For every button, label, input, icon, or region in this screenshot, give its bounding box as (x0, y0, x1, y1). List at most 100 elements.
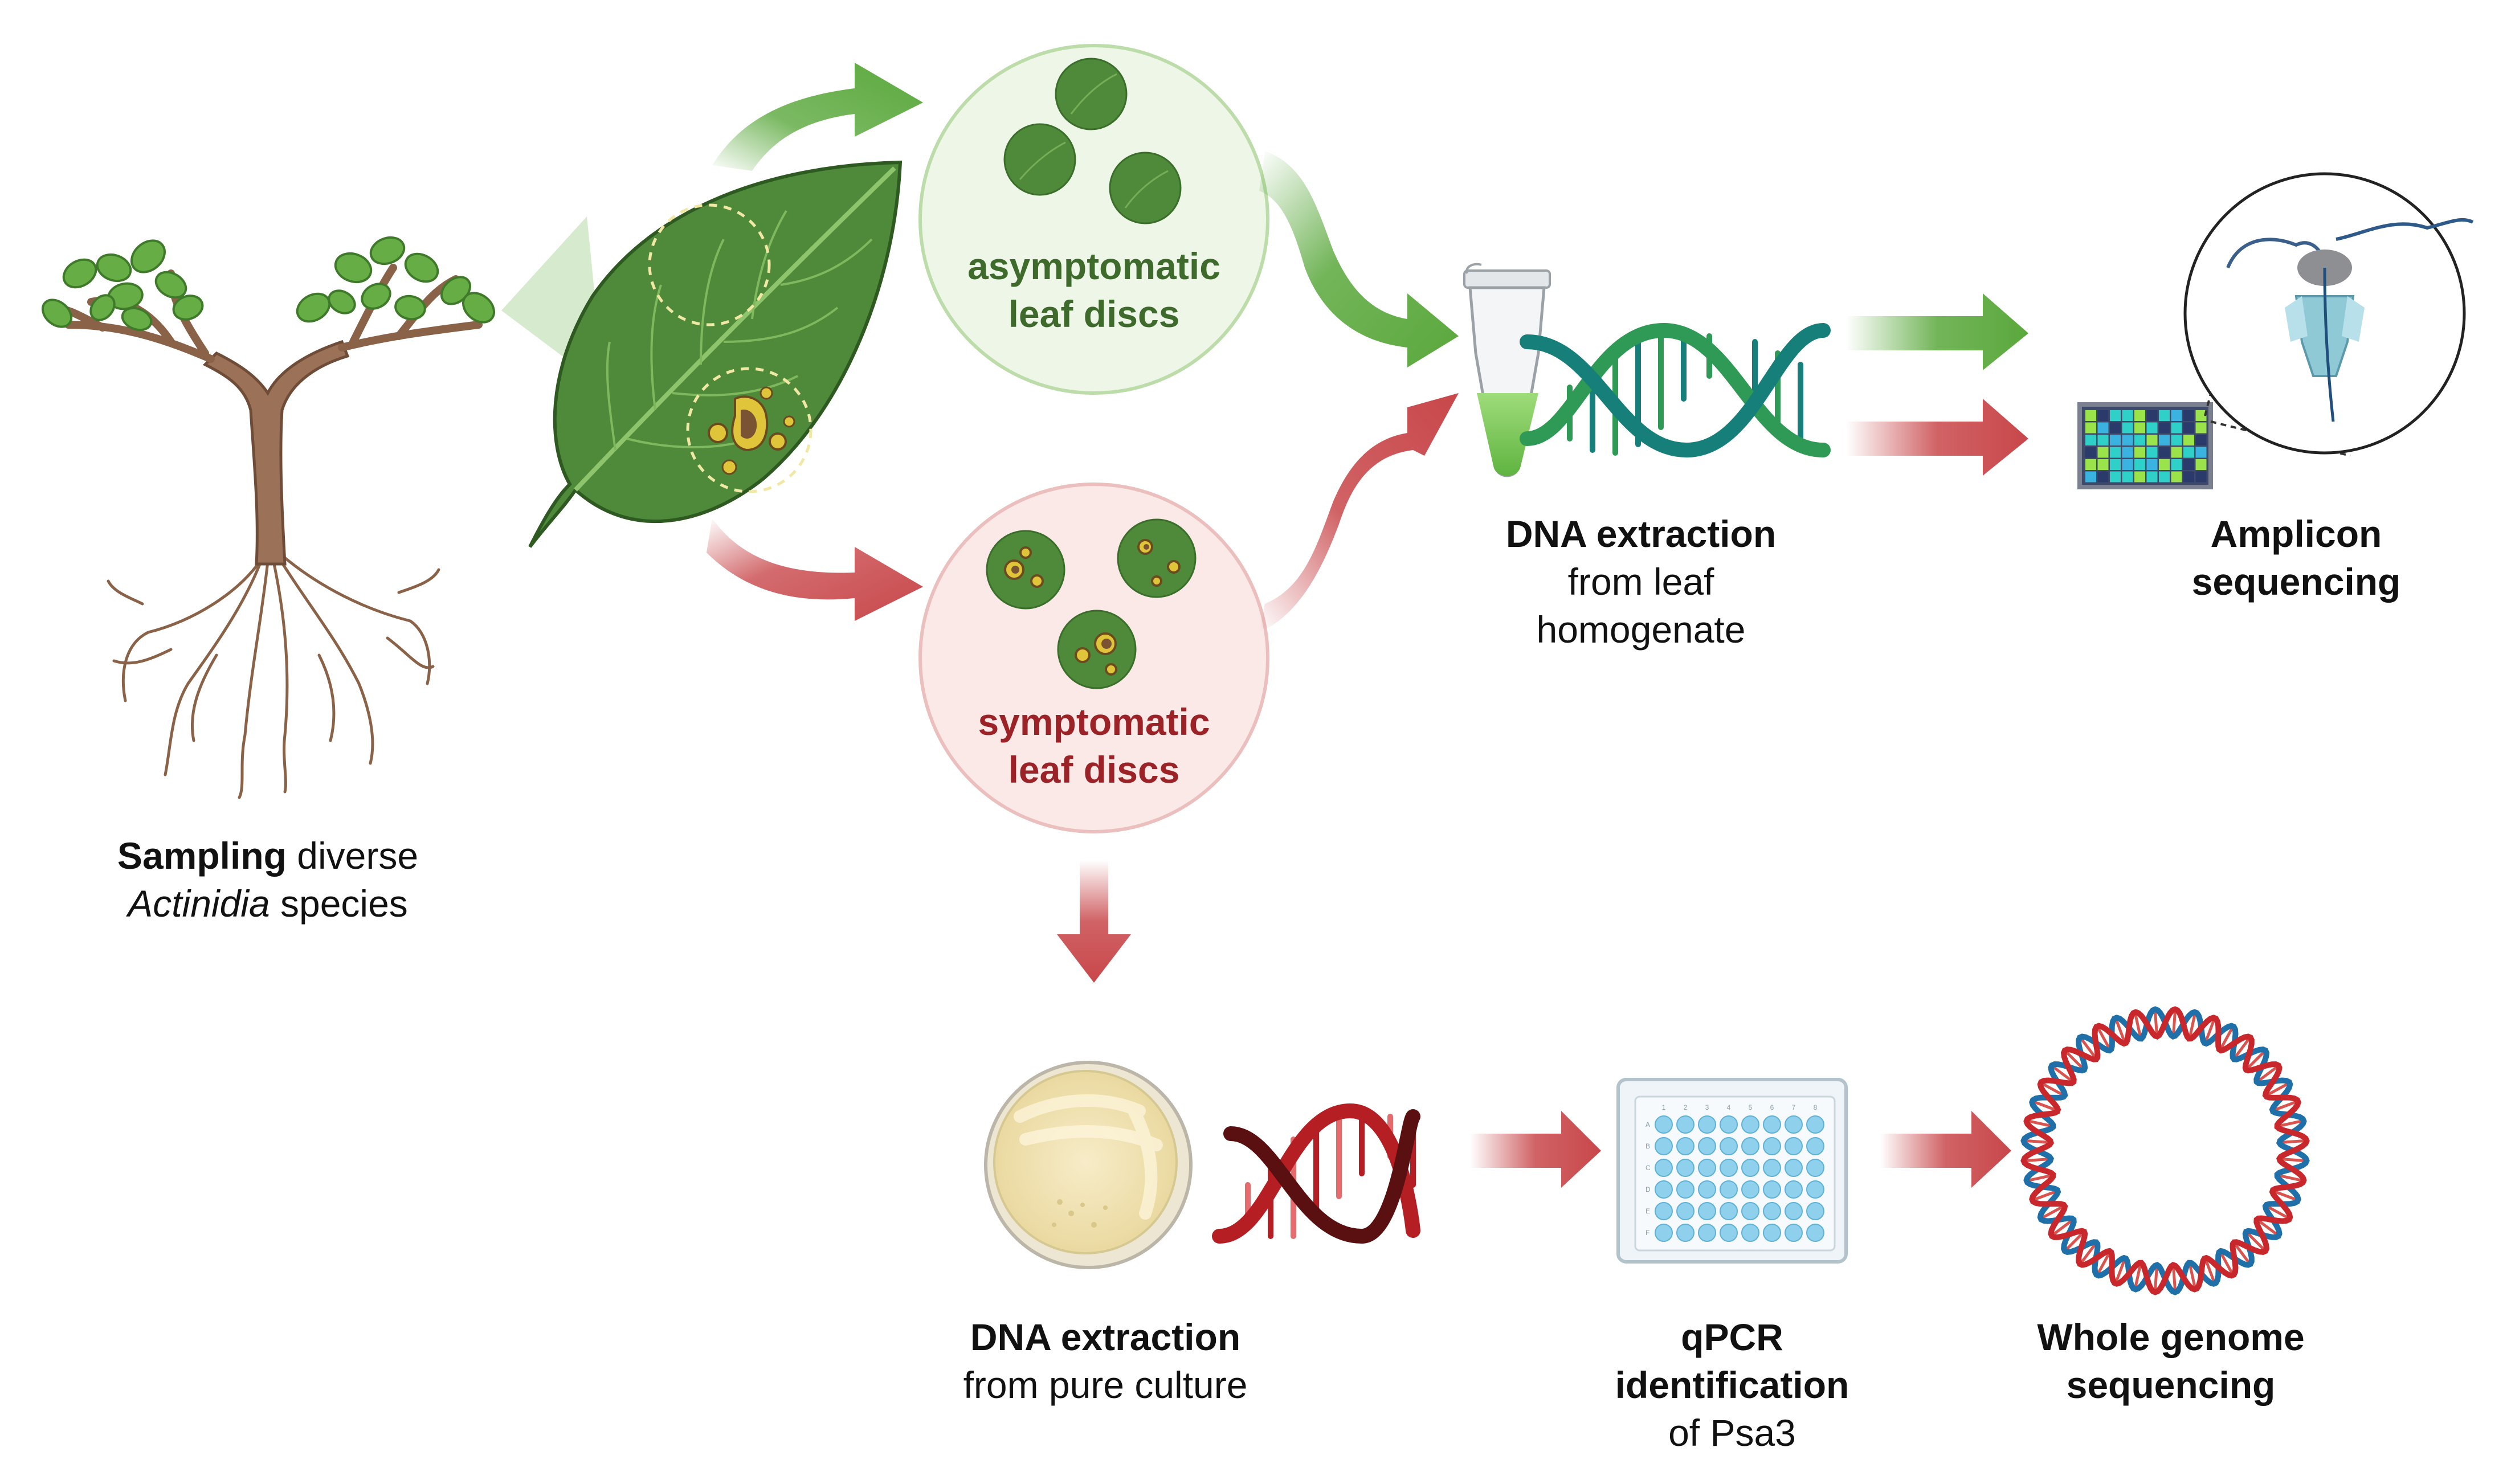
genome-base-pair (2026, 1119, 2054, 1128)
flowcell-cell (2110, 410, 2121, 421)
plate-well (1741, 1159, 1759, 1177)
leaf-icon (528, 160, 903, 548)
plate-row-label: D (1646, 1185, 1651, 1193)
flowcell-cell (2159, 410, 2170, 421)
flowcell-cell (2110, 459, 2121, 470)
plate-well (1676, 1137, 1695, 1155)
flowcell-cell (2195, 435, 2207, 445)
plate-well (1763, 1224, 1781, 1242)
genome-base-pair (2031, 1099, 2059, 1113)
asymptomatic-label-line1: asymptomatic (967, 245, 1220, 287)
genome-base-pair (2023, 1139, 2051, 1144)
symptomatic-label-line2: leaf discs (1008, 749, 1180, 791)
genome-base-pair (2171, 1009, 2177, 1037)
dna-extraction-leaf-line2: from leaf (1567, 561, 1714, 603)
genome-base-pair (2188, 1262, 2197, 1290)
flowcell-cell (2159, 447, 2170, 458)
arrow-to-asymptomatic (712, 63, 923, 171)
genome-base-pair (2272, 1099, 2299, 1113)
genome-base-pair (2232, 1036, 2252, 1060)
plate-well (1720, 1115, 1738, 1134)
plate-well (1785, 1137, 1803, 1155)
plate-well (1655, 1224, 1673, 1242)
plate-well (1806, 1224, 1824, 1242)
lesion-spots (708, 386, 795, 475)
plate-well (1806, 1180, 1824, 1199)
flowcell-cell (2146, 459, 2158, 470)
dna-extraction-leaf-title: DNA extraction (1505, 513, 1777, 555)
plate-well (1655, 1202, 1673, 1220)
genome-base-pair (2171, 1265, 2177, 1293)
plate-well (1698, 1159, 1716, 1177)
flowcell-cell (2171, 447, 2182, 458)
amplicon-label-line2: sequencing (2191, 561, 2401, 603)
flowcell-cell (2122, 471, 2133, 483)
qpcr-label-line1: qPCR (1681, 1316, 1783, 1358)
flowcell-cell (2097, 435, 2109, 445)
plate-well (1720, 1159, 1738, 1177)
qpcr-label-line3: of Psa3 (1668, 1412, 1796, 1454)
plate-well (1676, 1224, 1695, 1242)
genome-base-pair (2040, 1204, 2065, 1220)
sampling-label-bold: Sampling (117, 835, 287, 877)
genome-base-pair (2256, 1064, 2280, 1084)
plate-well (1763, 1202, 1781, 1220)
arrow-asym-to-extraction (1259, 151, 1459, 367)
flowcell-cell (2183, 471, 2194, 483)
flowcell-cell (2097, 422, 2109, 434)
flowcell-cell (2146, 422, 2158, 434)
genome-base-pair (2219, 1250, 2235, 1276)
genome-base-pair (2276, 1174, 2304, 1183)
flowcell-cell (2085, 471, 2096, 483)
arrow-to-wgs (1880, 1111, 2011, 1188)
plate-well (1655, 1115, 1673, 1134)
flowcell-cell (2122, 435, 2133, 445)
asymptomatic-disc-circle (918, 44, 1269, 395)
arrow-to-symptomatic (707, 518, 923, 621)
plate-row-label: B (1646, 1142, 1650, 1150)
flowcell-cell (2110, 422, 2121, 434)
genome-base-pair (2279, 1139, 2307, 1144)
flowcell-cell (2171, 410, 2182, 421)
flowcell-cell (2122, 447, 2133, 458)
plate-well (1785, 1180, 1803, 1199)
flowcell-cell (2159, 471, 2170, 483)
plate-well (1720, 1202, 1738, 1220)
genome-base-pair (2133, 1262, 2142, 1290)
genome-base-pair (2153, 1265, 2159, 1293)
flowcell-cell (2183, 422, 2194, 434)
genome-base-pair (2079, 1036, 2098, 1060)
flowcell-cell (2134, 422, 2145, 434)
arrow-green-to-amplicon (1846, 293, 2028, 370)
flowcell-cell (2146, 447, 2158, 458)
plate-row-label: E (1646, 1207, 1650, 1215)
plate-well (1785, 1159, 1803, 1177)
plate-well (1785, 1202, 1803, 1220)
genome-base-pair (2096, 1025, 2112, 1051)
plate-well (1655, 1137, 1673, 1155)
plate-row-label: A (1646, 1121, 1650, 1129)
dna-extraction-culture-line2: from pure culture (963, 1364, 1248, 1406)
flowcell-cell (2085, 410, 2096, 421)
dna-extraction-culture-label: DNA extraction from pure culture (912, 1313, 1299, 1409)
flowcell-cell (2195, 459, 2207, 470)
petri-dish-icon (984, 1061, 1193, 1269)
flowcell-cell (2085, 435, 2096, 445)
genome-base-pair (2245, 1230, 2267, 1252)
asymptomatic-label: asymptomatic leaf discs (923, 242, 1265, 338)
flowcell-cell (2146, 410, 2158, 421)
flowcell-cell (2097, 410, 2109, 421)
flowcell-cell (2159, 422, 2170, 434)
flowcell-cell (2183, 435, 2194, 445)
genome-base-pair (2265, 1204, 2290, 1220)
plate-well (1698, 1202, 1716, 1220)
flowcell-cell (2085, 422, 2096, 434)
symptomatic-label-line1: symptomatic (978, 701, 1210, 743)
genome-base-pair (2040, 1081, 2065, 1097)
plate-well (1806, 1137, 1824, 1155)
plate-well (1806, 1115, 1824, 1134)
arrow-red-to-amplicon (1846, 399, 2028, 476)
qpcr-label: qPCR identification of Psa3 (1561, 1313, 1903, 1457)
flowcell-cell (2159, 435, 2170, 445)
